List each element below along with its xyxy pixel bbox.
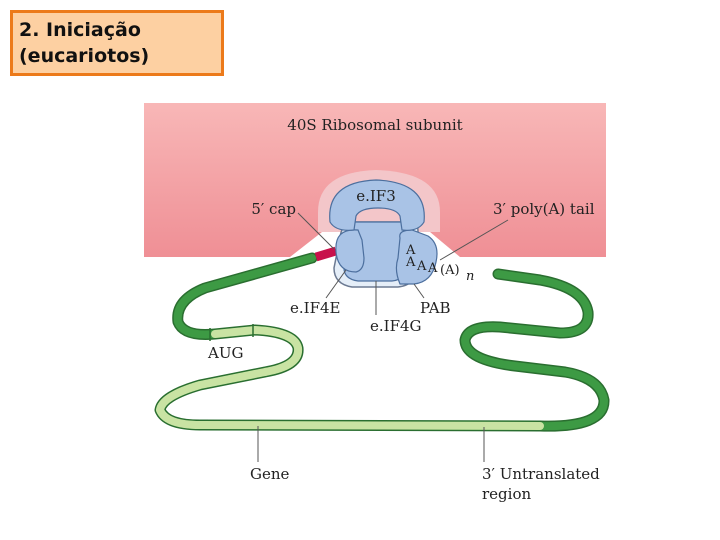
aug-label: AUG [207,344,243,362]
poly-a-letter-4: A [427,261,438,276]
mrna-strand [154,246,610,432]
eif4g-label: e.IF4G [370,317,422,335]
eif4e-label: e.IF4E [290,299,340,317]
poly-a-subscript: n [466,269,474,284]
gene-label: Gene [250,465,290,483]
poly-a-repeat: (A) [440,263,460,278]
utr-label-line-2: region [482,485,531,503]
slide-title-line-1: 2. Iniciação [19,19,141,41]
cap-leader-line [297,212,335,250]
poly-a-letter-1: A [405,243,416,258]
eif3-protein [329,179,425,231]
five-prime-cap [314,246,338,262]
coding-region [156,326,544,430]
slide-title: 2. Iniciação (eucariotos) [10,10,224,76]
pab-label: PAB [420,299,451,317]
pab-leader-line [413,283,425,299]
polya-label: 3′ poly(A) tail [493,200,595,218]
eif3-label: e.IF3 [356,187,396,205]
poly-a-letter-2: A [405,255,416,270]
utr-label-line-1: 3′ Untranslated [482,465,600,483]
polya-leader-line [439,219,509,261]
slide-title-line-2: (eucariotos) [19,45,150,67]
poly-a-letter-3: A [416,259,427,274]
eif4e-protein [335,229,365,273]
eif4e-leader-line [325,269,347,299]
cap-label: 5′ cap [251,200,296,218]
subunit-label: 40S Ribosomal subunit [287,116,462,134]
